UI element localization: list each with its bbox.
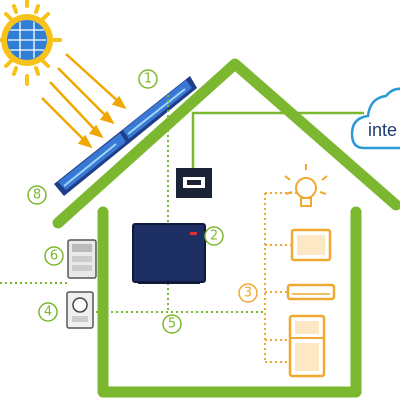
internet-line xyxy=(191,111,364,170)
marker-8-label: 8 xyxy=(33,188,41,203)
cloud-icon xyxy=(350,87,400,150)
air-conditioner-icon xyxy=(286,283,336,301)
meter-icon xyxy=(66,291,94,329)
sun-icon xyxy=(0,0,62,86)
tv-icon xyxy=(290,228,332,262)
marker-6-label: 6 xyxy=(50,249,58,264)
distribution-box-icon xyxy=(67,239,97,279)
fridge-icon xyxy=(288,314,326,378)
marker-1-label: 1 xyxy=(144,72,152,87)
marker-1: 1 xyxy=(138,69,158,89)
sun-rays xyxy=(41,53,127,149)
house-roof xyxy=(52,58,400,229)
light-bulb-icon xyxy=(284,164,328,207)
marker-8: 8 xyxy=(27,185,47,205)
marker-3: 3 xyxy=(238,283,258,303)
ac-wiring xyxy=(264,192,298,363)
inverter-icon xyxy=(132,223,206,284)
marker-4: 4 xyxy=(38,302,58,322)
marker-5: 5 xyxy=(162,314,182,334)
marker-2: 2 xyxy=(204,226,224,246)
cloud-label: inte xyxy=(368,120,397,140)
marker-3-label: 3 xyxy=(244,286,252,301)
router-icon xyxy=(176,168,212,198)
house-walls xyxy=(97,206,362,398)
marker-6: 6 xyxy=(44,246,64,266)
marker-4-label: 4 xyxy=(44,305,52,320)
dc-wiring xyxy=(0,95,265,313)
marker-5-label: 5 xyxy=(168,317,176,332)
solar-panel-icon xyxy=(54,76,197,196)
marker-2-label: 2 xyxy=(210,229,218,244)
